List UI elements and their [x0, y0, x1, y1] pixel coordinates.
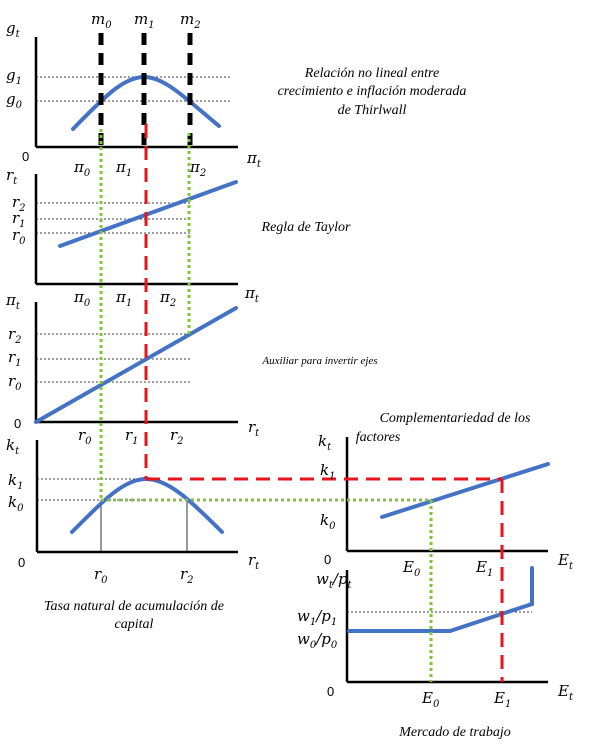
p3-r2-label: r2 [170, 426, 184, 447]
p6-x-label: Et [557, 682, 574, 703]
p5-e0-label: E0 [402, 558, 421, 579]
p2-r2-label: r2 [12, 193, 26, 214]
p6-e0-label: E0 [421, 689, 440, 710]
caption-tasa-2: capital [115, 617, 154, 632]
p1-pi0-label: π0 [73, 158, 91, 179]
p2-y-label: rt [6, 166, 18, 187]
caption-tasa-1: Tasa natural de acumulación de [44, 599, 224, 614]
p2-r1-label: r1 [12, 209, 26, 230]
p4-k0-label: k0 [8, 493, 24, 514]
p1-pi1-label: π1 [115, 158, 132, 179]
p4-r2-label: r2 [180, 565, 194, 586]
p5-origin: 0 [324, 552, 331, 567]
p3-r0-label: r0 [78, 426, 92, 447]
caption-complementariedad-2: factores [356, 430, 401, 445]
connectors [98, 33, 504, 682]
caption-auxiliar: Auxiliar para invertir ejes [261, 355, 377, 367]
p1-g0-label: g0 [6, 90, 23, 111]
p3-pi0-label: r0 [8, 372, 22, 393]
p2-taylor-line [58, 180, 238, 248]
p5-y-label: kt [318, 432, 332, 453]
p6-w1-label: w1/p1 [297, 607, 337, 628]
p1-g1-label: g1 [6, 66, 22, 87]
p2-x-label: πt [244, 284, 260, 305]
guide-lines [36, 76, 532, 613]
labels: m0 m1 m2 gt g1 g0 0 π0 π1 π2 πt rt r2 r1… [5, 10, 574, 710]
p3-x-label: rt [248, 418, 260, 439]
caption-mercado: Mercado de trabajo [398, 725, 510, 740]
p1-y-label: gt [6, 19, 21, 40]
p6-origin: 0 [327, 684, 334, 699]
p6-w0-label: w0/p0 [297, 630, 338, 651]
captions: Relación no lineal entre crecimiento e i… [44, 66, 531, 740]
caption-thirlwall-2: crecimiento e inflación moderada [278, 84, 467, 99]
p5-k0-label: k0 [320, 511, 336, 532]
caption-taylor: Regla de Taylor [261, 220, 351, 235]
m2-label: m2 [180, 10, 201, 31]
p3-auxiliar-line [34, 306, 238, 424]
p3-pi2-label: r2 [8, 325, 22, 346]
caption-complementariedad-1: Complementariedad de los [380, 411, 531, 426]
p2-pi1-label: π1 [115, 288, 132, 309]
p6-y-label: wt/pt [316, 570, 353, 591]
p6-e1-label: E1 [493, 689, 511, 710]
p4-accumulation-curve [70, 476, 224, 534]
caption-thirlwall-3: de Thirlwall [338, 103, 407, 118]
p5-k1-label: k1 [320, 461, 335, 482]
p1-x-label: πt [246, 149, 262, 170]
p4-k1-label: k1 [8, 471, 23, 492]
p4-x-label: rt [248, 551, 260, 572]
p2-pi0-label: π0 [73, 288, 91, 309]
m1-label: m1 [134, 10, 155, 31]
p5-x-label: Et [557, 551, 574, 572]
p3-origin: 0 [14, 416, 21, 431]
p4-origin: 0 [18, 555, 25, 570]
axes [34, 37, 548, 684]
caption-thirlwall-1: Relación no lineal entre [304, 66, 439, 81]
p4-r0-label: r0 [94, 565, 108, 586]
p1-origin: 0 [22, 149, 29, 164]
p5-e1-label: E1 [475, 558, 493, 579]
p6-labor-supply-curve [347, 566, 534, 633]
p3-pi1-label: r1 [8, 348, 22, 369]
p3-r1-label: r1 [125, 426, 139, 447]
curves [34, 74, 550, 633]
p1-pi2-label: π2 [189, 158, 206, 179]
p3-y-label: πt [5, 291, 21, 312]
p2-r0-label: r0 [12, 226, 26, 247]
p5-complementarity-line [380, 462, 550, 519]
m0-label: m0 [91, 10, 112, 31]
p4-y-label: kt [6, 436, 20, 457]
p2-pi2-label: π2 [159, 288, 176, 309]
